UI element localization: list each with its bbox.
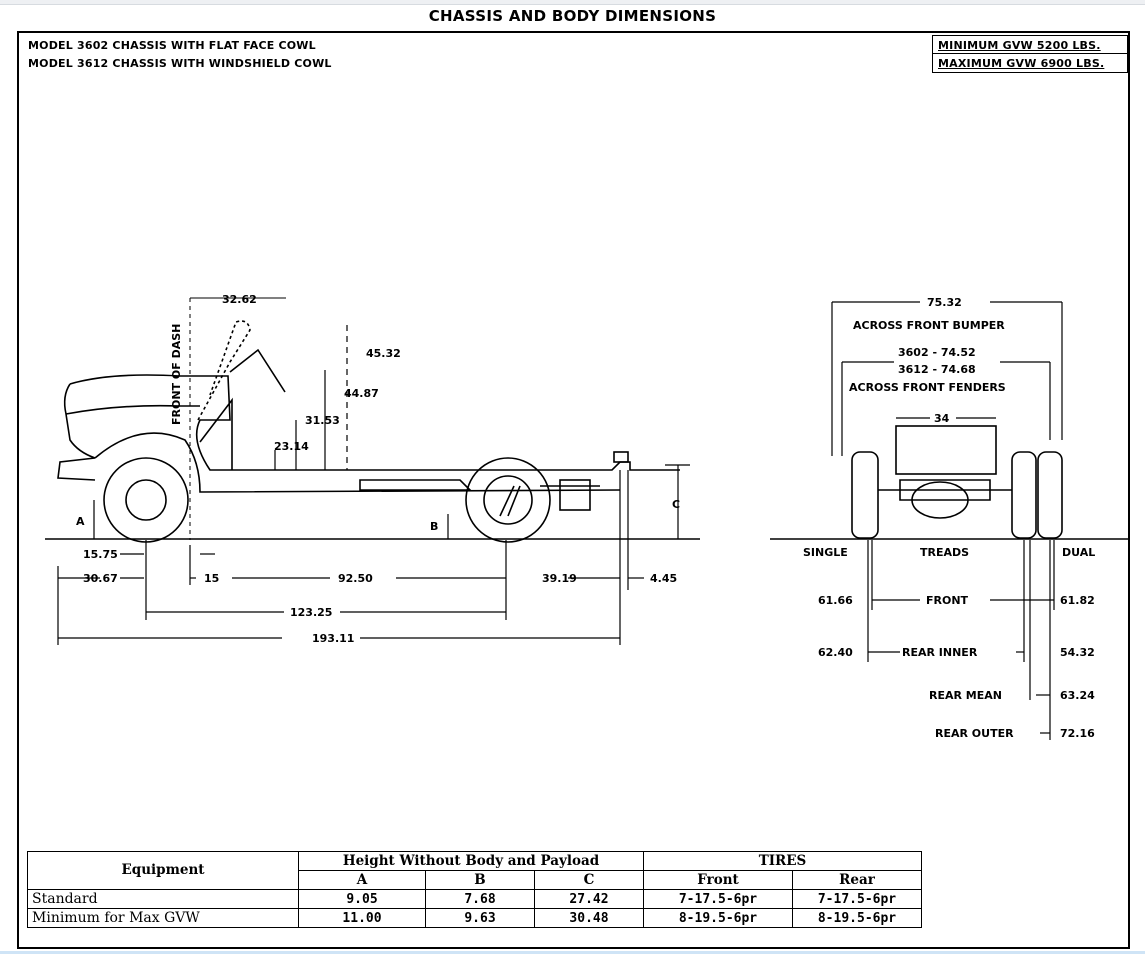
dim-4-45: 4.45 xyxy=(650,572,677,585)
front-right-inner-tire xyxy=(1011,451,1037,539)
fender-dim-3612: 3612 - 74.68 xyxy=(898,363,976,376)
cell-a: 11.00 xyxy=(298,908,426,928)
front-frame-box xyxy=(895,425,997,475)
cell-equipment: Standard xyxy=(27,889,299,909)
dim-39-19: 39.19 xyxy=(542,572,577,585)
drawing-frame xyxy=(17,31,1130,949)
dim-15-75: 15.75 xyxy=(83,548,118,561)
height-header: Height Without Body and Payload xyxy=(298,851,644,871)
label-b: B xyxy=(430,520,438,533)
front-right-outer-tire xyxy=(1037,451,1063,539)
table-row: Minimum for Max GVW 11.00 9.63 30.48 8-1… xyxy=(27,908,922,928)
dual-label: DUAL xyxy=(1062,546,1095,559)
cab-dotted-outline xyxy=(197,320,251,421)
bumper-label: ACROSS FRONT BUMPER xyxy=(853,319,1005,332)
window-top-strip xyxy=(0,0,1145,5)
frame-bottom-line xyxy=(94,432,621,493)
col-b-header: B xyxy=(425,870,535,890)
rear-inner-right-value: 54.32 xyxy=(1060,646,1095,659)
dim-32-62: 32.62 xyxy=(222,293,257,306)
cell-a: 9.05 xyxy=(298,889,426,909)
tires-header: TIRES xyxy=(643,851,922,871)
table-header-row: Equipment Height Without Body and Payloa… xyxy=(27,851,922,890)
front-left-tire xyxy=(851,451,879,539)
dim-45-32: 45.32 xyxy=(366,347,401,360)
cell-equipment: Minimum for Max GVW xyxy=(27,908,299,928)
minimum-gvw: MINIMUM GVW 5200 LBS. xyxy=(938,39,1101,52)
equipment-header: Equipment xyxy=(27,851,299,890)
treads-label: TREADS xyxy=(920,546,969,559)
table-row: Standard 9.05 7.68 27.42 7-17.5-6pr 7-17… xyxy=(27,889,922,909)
bumper-dim: 75.32 xyxy=(927,296,962,309)
rear-inner-left-value: 62.40 xyxy=(818,646,853,659)
page-title: CHASSIS AND BODY DIMENSIONS xyxy=(428,7,717,25)
col-c-header: C xyxy=(534,870,644,890)
front-right-value: 61.82 xyxy=(1060,594,1095,607)
cell-c: 30.48 xyxy=(534,908,644,928)
rear-inner-label: REAR INNER xyxy=(902,646,978,659)
rear-wheel-circle xyxy=(465,457,551,543)
cell-rear-tire: 7-17.5-6pr xyxy=(792,889,922,909)
cell-front-tire: 7-17.5-6pr xyxy=(643,889,793,909)
label-c: C xyxy=(672,498,680,511)
col-front-header: Front xyxy=(643,870,793,890)
dim-23-14: 23.14 xyxy=(274,440,309,453)
rear-outer-value: 72.16 xyxy=(1060,727,1095,740)
rear-mean-value: 63.24 xyxy=(1060,689,1095,702)
gvw-box xyxy=(932,35,1128,73)
gvw-divider xyxy=(932,53,1128,54)
front-wheel-circle xyxy=(103,457,189,543)
cell-front-tire: 8-19.5-6pr xyxy=(643,908,793,928)
front-label: FRONT xyxy=(926,594,969,607)
dim-15: 15 xyxy=(204,572,219,585)
front-of-dash-label: FRONT OF DASH xyxy=(170,324,183,425)
col-rear-header: Rear xyxy=(792,870,922,890)
label-a: A xyxy=(76,515,85,528)
col-a-header: A xyxy=(298,870,426,890)
model-3612-label: MODEL 3612 CHASSIS WITH WINDSHIELD COWL xyxy=(28,57,332,70)
fender-label: ACROSS FRONT FENDERS xyxy=(849,381,1006,394)
dim-30-67: 30.67 xyxy=(83,572,118,585)
dim-123-25: 123.25 xyxy=(290,606,332,619)
dim-193-11: 193.11 xyxy=(312,632,354,645)
dim-31-53: 31.53 xyxy=(305,414,340,427)
maximum-gvw: MAXIMUM GVW 6900 LBS. xyxy=(938,57,1105,70)
spec-table: Equipment Height Without Body and Payloa… xyxy=(27,851,922,928)
frame-dim: 34 xyxy=(934,412,950,425)
cell-b: 7.68 xyxy=(425,889,535,909)
dim-92-50: 92.50 xyxy=(338,572,373,585)
rear-outer-label: REAR OUTER xyxy=(935,727,1014,740)
dim-44-87: 44.87 xyxy=(344,387,379,400)
cell-b: 9.63 xyxy=(425,908,535,928)
model-3602-label: MODEL 3602 CHASSIS WITH FLAT FACE COWL xyxy=(28,39,316,52)
hood-front xyxy=(57,383,96,481)
fender-dim-3602: 3602 - 74.52 xyxy=(898,346,976,359)
front-left-value: 61.66 xyxy=(818,594,853,607)
single-label: SINGLE xyxy=(803,546,848,559)
frame-top-line xyxy=(69,374,680,471)
rear-mean-label: REAR MEAN xyxy=(929,689,1002,702)
cell-c: 27.42 xyxy=(534,889,644,909)
cell-rear-tire: 8-19.5-6pr xyxy=(792,908,922,928)
window-bottom-strip xyxy=(0,951,1145,954)
